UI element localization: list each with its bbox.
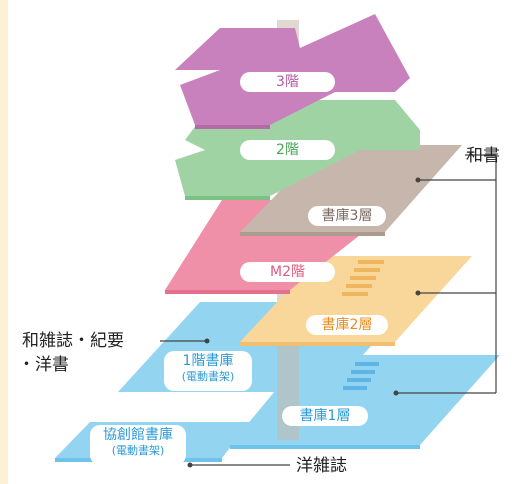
callout-wazasshi-line2: ・洋書 bbox=[18, 355, 69, 375]
floor-2-label: 2階 bbox=[240, 140, 335, 160]
kyoso-stack-label-main: 協創館書庫 bbox=[103, 427, 173, 443]
callout-yozasshi: 洋雑誌 bbox=[296, 456, 347, 476]
stack-2-label: 書庫2層 bbox=[306, 315, 388, 335]
callout-washo: 和書 bbox=[466, 146, 500, 166]
stack-3-plate bbox=[240, 145, 462, 232]
floor-1-label-sub: (電動書架) bbox=[181, 370, 235, 383]
leader-lines bbox=[160, 154, 497, 466]
leader-dots bbox=[187, 177, 421, 468]
stairs-upper bbox=[342, 260, 384, 296]
stack-1-label: 書庫1層 bbox=[282, 406, 368, 426]
floor-1-label-main: 1階書庫 bbox=[182, 353, 234, 369]
floor-3-plate bbox=[175, 14, 410, 125]
left-decor-strip bbox=[0, 0, 8, 484]
callout-wazasshi-line1: 和雑誌・紀要 bbox=[22, 331, 124, 351]
stack-3-label: 書庫3層 bbox=[308, 206, 386, 226]
floor-1-label: 1階書庫 (電動書架) bbox=[164, 351, 252, 391]
stairs-lower bbox=[343, 362, 379, 390]
kyoso-stack-label-sub: (電動書架) bbox=[111, 444, 165, 457]
floor-m2-label: M2階 bbox=[240, 262, 335, 282]
stack-2-plate bbox=[240, 256, 472, 342]
kyoso-stack-label: 協創館書庫 (電動書架) bbox=[90, 425, 186, 465]
floor-3-label: 3階 bbox=[240, 72, 335, 92]
